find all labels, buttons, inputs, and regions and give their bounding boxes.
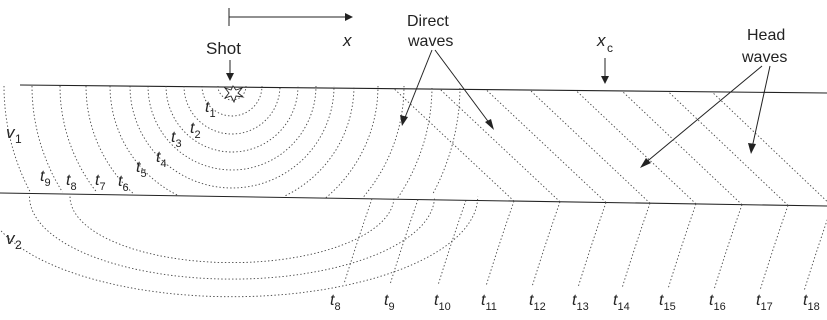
time-subscript: 8: [70, 181, 76, 193]
time-subscript: 17: [760, 301, 772, 313]
time-subscript: 3: [175, 138, 181, 150]
lower-time-label: t10: [434, 292, 451, 313]
time-subscript: 11: [485, 301, 496, 313]
lower-time-label: t13: [572, 292, 589, 313]
lower-layer-wavefront: [760, 205, 788, 290]
head-wave-segment: [712, 92, 827, 206]
upper-time-label: t7: [95, 172, 106, 193]
refracted-wavefront: [1, 197, 478, 297]
time-subscript: 6: [122, 182, 128, 194]
direct-wavefront: [86, 86, 378, 198]
lower-time-label: t14: [613, 292, 630, 313]
lower-layer-wavefront: [622, 203, 650, 288]
time-subscript: 16: [713, 301, 725, 313]
lower-time-label: t15: [659, 292, 676, 313]
xc-arrow-head: [601, 76, 609, 84]
head-wave-segment: [394, 89, 514, 201]
shot-arrow-head: [226, 73, 234, 81]
lower-layer-wavefront: [532, 202, 560, 287]
time-subscript: 8: [334, 301, 340, 313]
time-subscript: 9: [44, 177, 50, 189]
time-subscript: 18: [807, 301, 819, 313]
lower-time-label: t11: [481, 292, 497, 313]
upper-time-label: t2: [190, 120, 201, 141]
head-waves-label-line2: waves: [741, 49, 787, 66]
lower-layer-wavefront: [668, 204, 696, 289]
time-subscript: 12: [533, 301, 545, 313]
head-waves-label-line1: Head: [747, 27, 785, 44]
lower-layer-wavefront: [438, 200, 466, 285]
time-subscript: 15: [663, 301, 675, 313]
upper-time-label: t1: [205, 99, 216, 120]
svg-text:1: 1: [15, 132, 22, 146]
time-subscript: 9: [388, 301, 394, 313]
direct-wavefront: [32, 86, 432, 198]
upper-time-label: t9: [40, 168, 51, 189]
lower-time-label: t18: [803, 292, 820, 313]
upper-time-label: t5: [136, 159, 147, 180]
xc-label: x c: [596, 31, 613, 55]
lower-layer-wavefront: [390, 200, 418, 285]
lower-layer-wavefront: [344, 199, 372, 284]
lower-layer-wavefront: [804, 206, 827, 291]
head-waves-arrows: [640, 66, 770, 168]
svg-text:c: c: [607, 41, 613, 55]
lower-layer-wavefront: [714, 205, 742, 290]
refracted-wavefront: [30, 197, 435, 280]
head-wave-segment: [668, 91, 788, 205]
time-subscript: 13: [576, 301, 588, 313]
time-subscript: 5: [140, 168, 146, 180]
x-axis-label: x: [342, 31, 352, 50]
direct-wavefront: [4, 86, 460, 193]
time-subscript: 2: [194, 129, 200, 141]
direct-waves-label-line2: waves: [407, 33, 453, 50]
svg-text:x: x: [596, 31, 606, 50]
time-subscript: 14: [617, 301, 629, 313]
lower-time-label: t9: [384, 292, 395, 313]
time-subscript: 10: [438, 301, 450, 313]
upper-time-label: t4: [156, 149, 167, 170]
lower-layer-wavefront: [578, 203, 606, 288]
lower-time-label: t12: [529, 292, 546, 313]
x-axis-arrow: [229, 8, 353, 26]
head-wave-segment: [622, 91, 742, 205]
upper-time-label: t3: [171, 129, 182, 150]
lower-time-label: t17: [756, 292, 773, 313]
layer-interface-line: [0, 193, 827, 206]
upper-time-label: t8: [66, 172, 77, 193]
lower-time-label: t8: [330, 292, 341, 313]
time-subscript: 4: [160, 158, 166, 170]
head-wave-segment: [440, 89, 560, 202]
upper-time-label: t6: [118, 173, 129, 194]
shot-label: Shot: [206, 39, 241, 58]
lower-time-labels: t8 t9 t10 t11 t12 t13 t14 t15 t16 t17 t18: [330, 292, 820, 313]
direct-wavefront: [130, 86, 334, 188]
refracted-wavefront: [70, 197, 394, 263]
v1-label: v 1: [6, 123, 22, 146]
head-wave-segment: [576, 91, 696, 204]
direct-waves-label-line1: Direct: [407, 13, 449, 30]
head-wave-segment: [486, 90, 606, 203]
shot-burst-icon: [225, 86, 243, 102]
time-subscript: 7: [99, 181, 105, 193]
svg-text:2: 2: [15, 238, 22, 252]
v2-label: v 2: [6, 229, 22, 252]
lower-layer-wavefront: [486, 201, 514, 286]
time-subscript: 1: [209, 108, 215, 120]
direct-wavefront: [110, 86, 354, 196]
lower-time-label: t16: [709, 292, 726, 313]
head-wave-segment: [530, 90, 650, 203]
surface-line: [20, 85, 827, 93]
